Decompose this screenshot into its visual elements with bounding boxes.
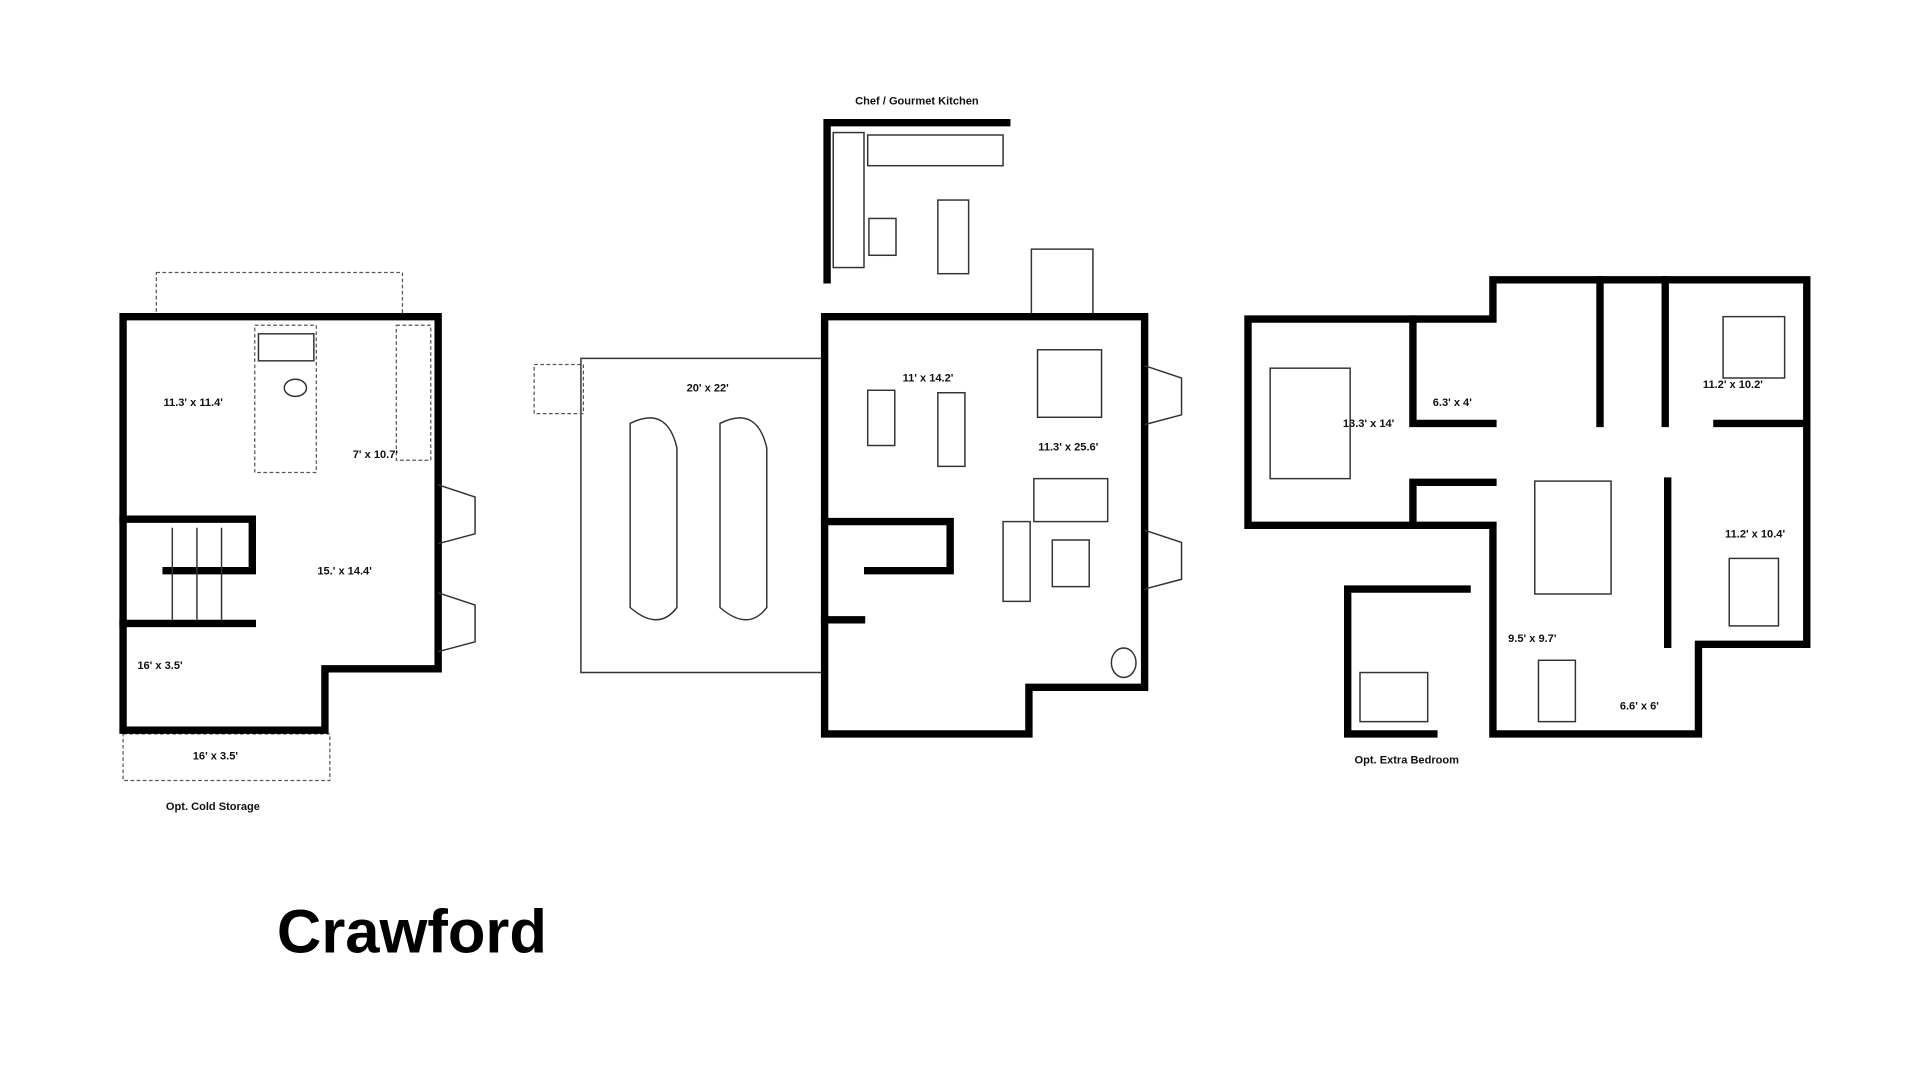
room-dimension: 15.' x 14.4' [317,565,372,577]
cold-storage-dimension: 16' x 3.5' [193,751,239,763]
great-room-dimension: 11.3' x 25.6' [1038,441,1098,453]
main-floor-plan [533,248,1183,738]
garage-dimension: 20' x 22' [687,383,730,395]
plan-title: Crawford [277,897,547,966]
gourmet-kitchen-label: Chef / Gourmet Kitchen [855,95,979,107]
basement-plan [119,271,476,782]
closet-dimension: 6.3' x 4' [1433,397,1472,409]
car-icon [629,417,678,621]
upper-floor-plan [1244,276,1811,738]
bedroom-2-dimension: 11.2' x 10.2' [1703,379,1763,391]
room-dimension: 16' x 3.5' [137,660,183,672]
room-dimension: 7' x 10.7' [353,449,399,461]
cold-storage-label: Opt. Cold Storage [166,801,260,813]
car-icon [719,417,768,621]
primary-bedroom-dimension: 13.3' x 14' [1343,418,1395,430]
laundry-dimension: 6.6' x 6' [1620,700,1659,712]
extra-bedroom-label: Opt. Extra Bedroom [1355,754,1460,766]
bedroom-3-dimension: 11.2' x 10.4' [1725,529,1785,541]
kitchen-dimension: 11' x 14.2' [903,373,954,385]
loft-dimension: 9.5' x 9.7' [1508,633,1557,645]
gourmet-kitchen-option [823,119,1011,284]
room-dimension: 11.3' x 11.4' [164,397,224,409]
